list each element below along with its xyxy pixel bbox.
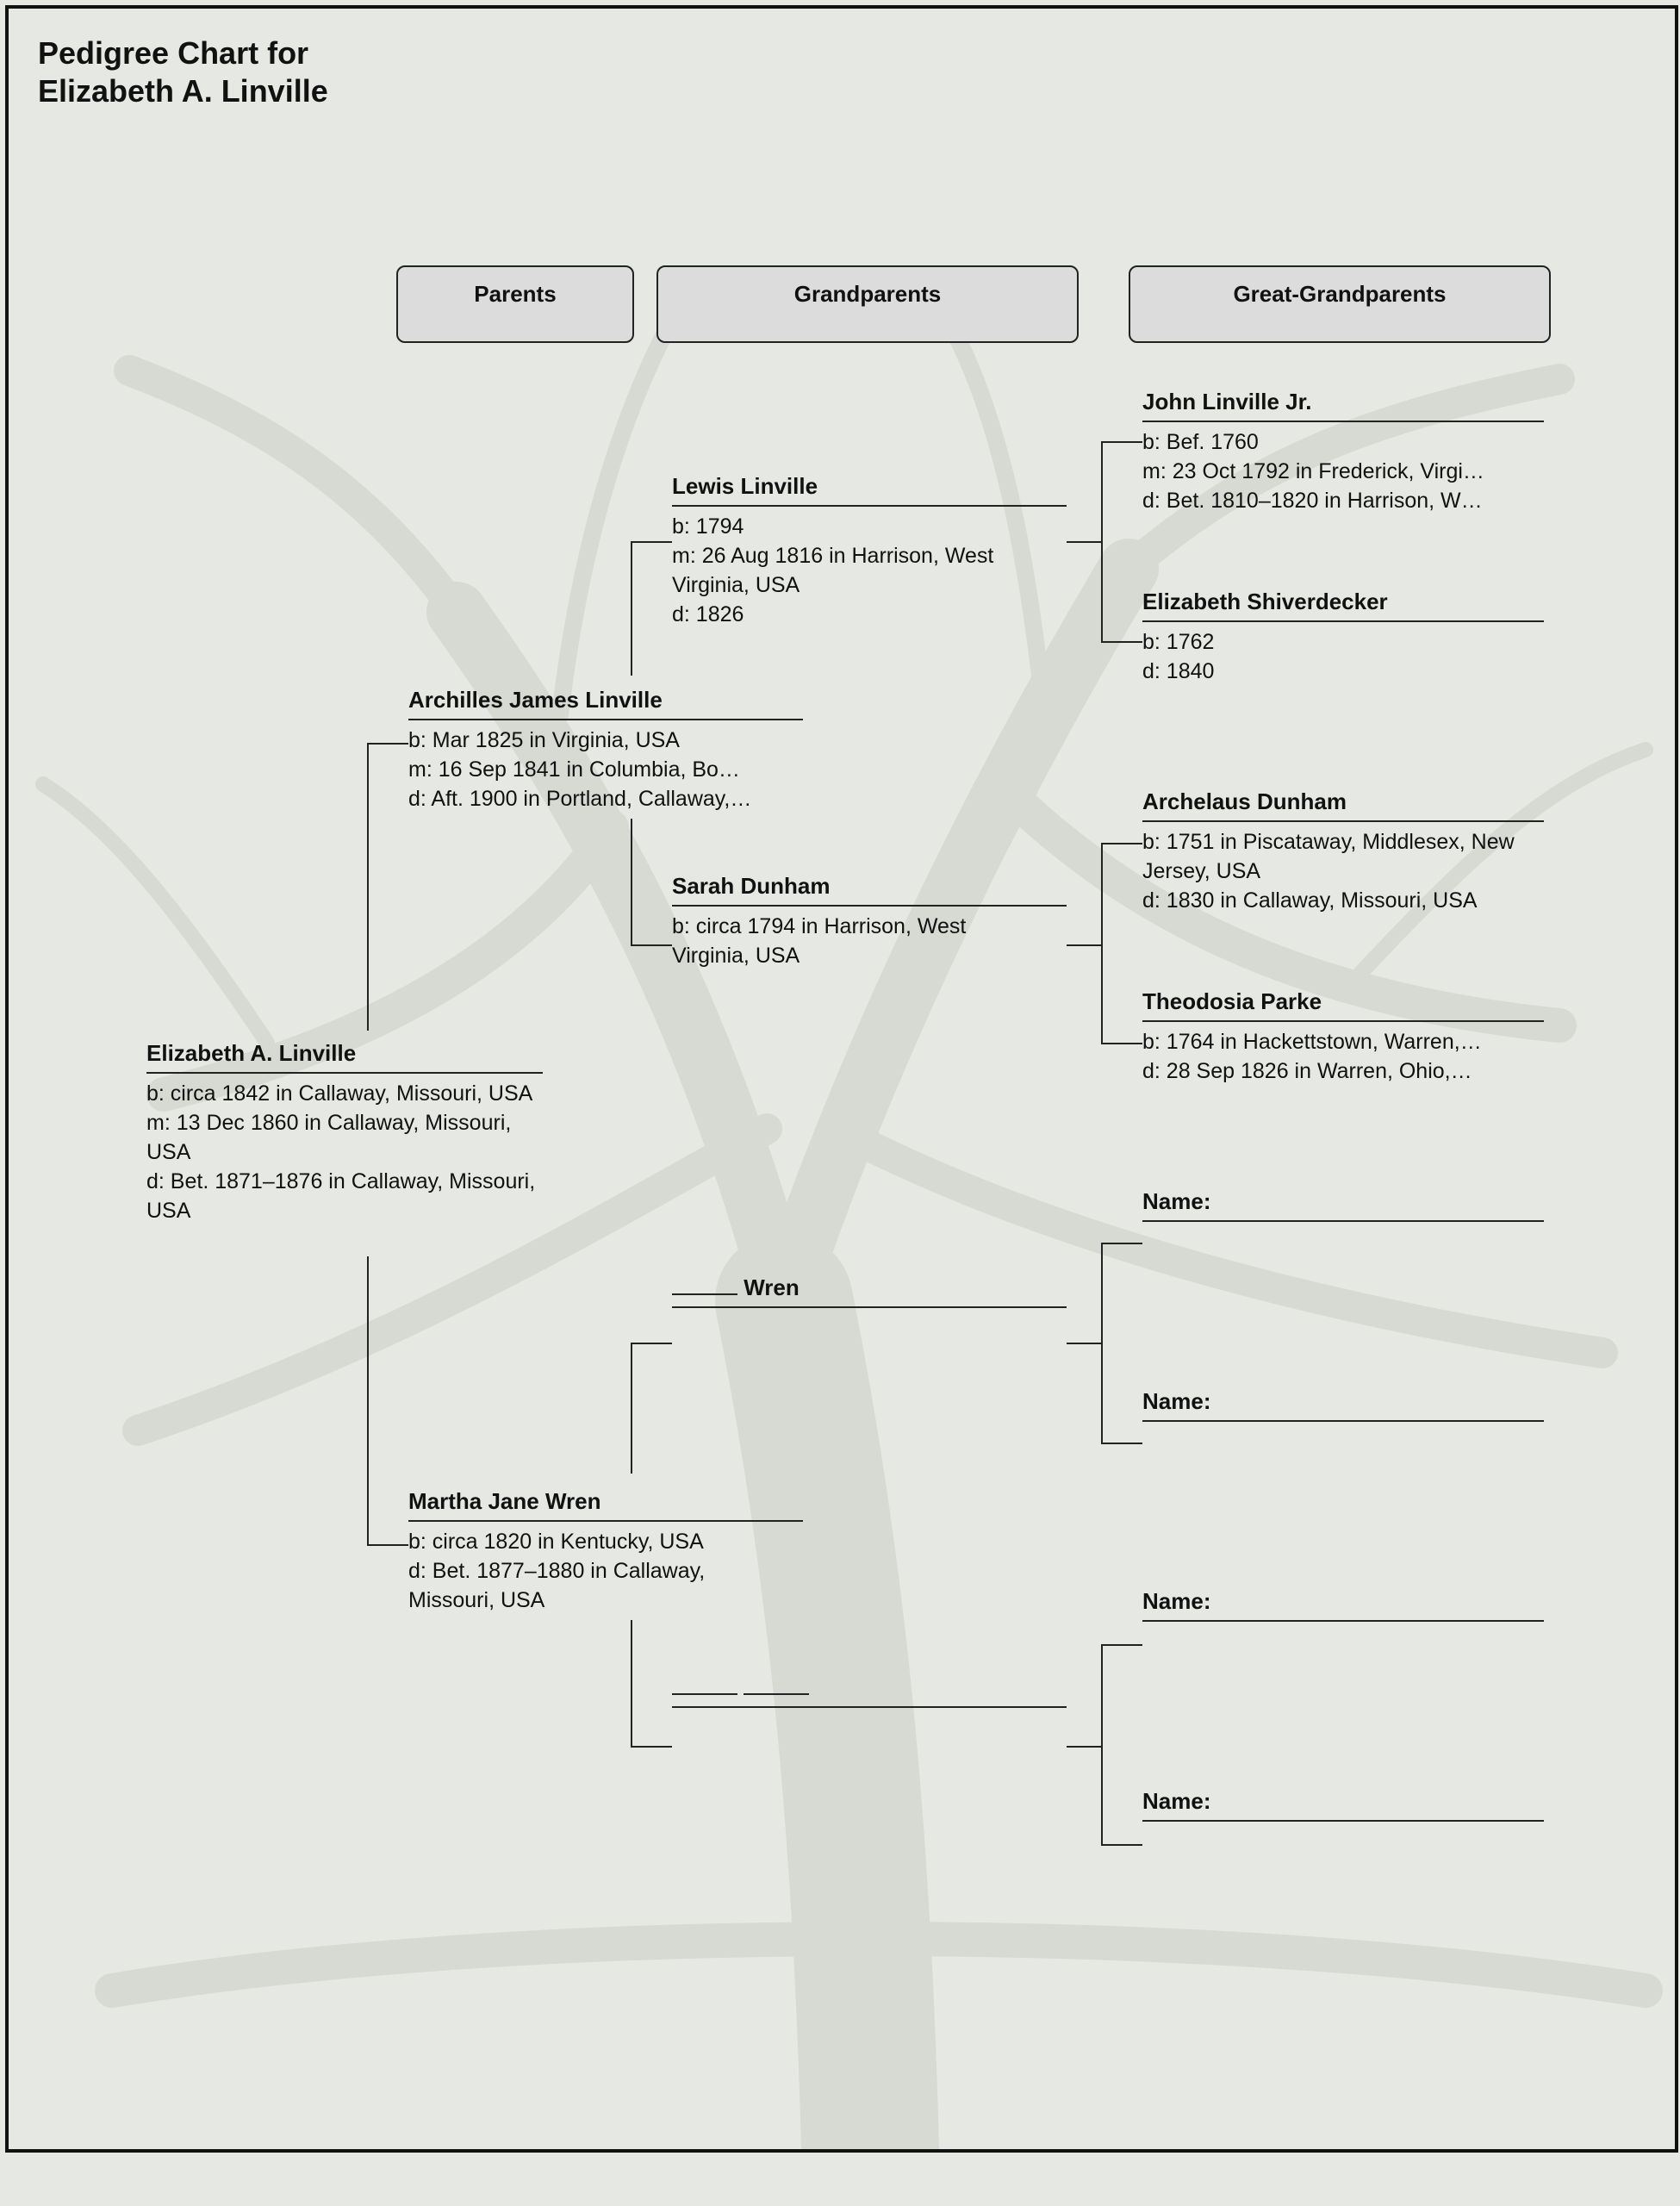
birth-fact: b: 1751 in Piscataway, Middlesex, New Je… [1142,830,1515,883]
person-great-grandfather-2[interactable]: Archelaus Dunham b: 1751 in Piscataway, … [1142,788,1544,915]
surname-blank [672,1292,737,1295]
marriage-fact: m: 13 Dec 1860 in Callaway, Missouri, US… [146,1111,512,1164]
connector-line [1101,1243,1103,1444]
birth-fact: b: Mar 1825 in Virginia, USA [408,728,680,752]
connector-line [367,1544,408,1546]
surname-text: Wren [744,1274,800,1300]
header-great-grandparents-label: Great-Grandparents [1233,281,1447,307]
marriage-fact: m: 23 Oct 1792 in Frederick, Virgi… [1142,459,1484,483]
connector-line [1067,541,1101,543]
birth-fact: b: circa 1820 in Kentucky, USA [408,1530,704,1554]
person-father[interactable]: Archilles James Linville b: Mar 1825 in … [408,686,803,813]
tree-background-icon [35,327,1663,2149]
connector-line [1101,1443,1142,1444]
connector-line [1101,1644,1103,1846]
page-title: Pedigree Chart for Elizabeth A. Linville [38,34,328,110]
connector-line [1101,1043,1142,1044]
name-label: Name: [1142,1387,1544,1422]
connector-line [631,944,672,946]
connector-line [1101,641,1142,643]
given-name-blank [672,1692,737,1695]
connector-line [631,541,672,543]
death-fact: d: Bet. 1877–1880 in Callaway, Missouri,… [408,1559,706,1612]
connector-line [1101,441,1142,443]
connector-line [1101,843,1103,1044]
person-paternal-grandfather[interactable]: Lewis Linville b: 1794 m: 26 Aug 1816 in… [672,472,1067,629]
header-parents: Parents [396,265,634,343]
birth-fact: b: circa 1842 in Callaway, Missouri, USA [146,1081,533,1106]
connector-line [1067,1746,1101,1748]
person-name: Sarah Dunham [672,872,1067,907]
person-great-grandmother-4[interactable]: Name: [1142,1787,1544,1822]
person-name: Theodosia Parke [1142,988,1544,1022]
death-fact: d: Aft. 1900 in Portland, Callaway,… [408,787,752,811]
person-great-grandmother-2[interactable]: Theodosia Parke b: 1764 in Hackettstown,… [1142,988,1544,1086]
person-name [672,1673,1067,1708]
person-maternal-grandfather[interactable]: Wren [672,1274,1067,1308]
birth-fact: b: Bef. 1760 [1142,430,1259,454]
birth-fact: b: 1762 [1142,630,1215,654]
connector-line [1101,441,1103,643]
death-fact: d: Bet. 1871–1876 in Callaway, Missouri,… [146,1169,536,1223]
person-name: Archelaus Dunham [1142,788,1544,822]
connector-line [631,1620,632,1748]
connector-line [1067,944,1101,946]
connector-line [1101,1844,1142,1846]
header-grandparents: Grandparents [656,265,1079,343]
marriage-fact: m: 26 Aug 1816 in Harrison, West Virgini… [672,544,994,597]
person-name: Martha Jane Wren [408,1487,803,1522]
person-great-grandmother-1[interactable]: Elizabeth Shiverdecker b: 1762 d: 1840 [1142,588,1544,686]
person-name: John Linville Jr. [1142,388,1544,422]
header-grandparents-label: Grandparents [793,281,942,307]
connector-line [1067,1343,1101,1344]
person-paternal-grandmother[interactable]: Sarah Dunham b: circa 1794 in Harrison, … [672,872,1067,970]
header-great-grandparents: Great-Grandparents [1129,265,1551,343]
connector-line [631,1343,672,1344]
birth-fact: b: circa 1794 in Harrison, West Virginia… [672,914,967,968]
person-great-grandfather-3[interactable]: Name: [1142,1187,1544,1222]
marriage-fact: m: 16 Sep 1841 in Columbia, Bo… [408,757,740,782]
person-name: Elizabeth A. Linville [146,1039,543,1074]
name-label: Name: [1142,1587,1544,1622]
connector-line [367,743,408,745]
connector-line [367,743,369,1031]
connector-line [1101,1644,1142,1646]
connector-line [631,541,632,676]
death-fact: d: 1830 in Callaway, Missouri, USA [1142,888,1478,913]
name-label: Name: [1142,1187,1544,1222]
connector-line [631,819,632,946]
birth-fact: b: 1764 in Hackettstown, Warren,… [1142,1030,1482,1054]
chart-frame: Pedigree Chart for Elizabeth A. Linville… [5,5,1678,2153]
death-fact: d: Bet. 1810–1820 in Harrison, W… [1142,489,1483,513]
person-name: Lewis Linville [672,472,1067,507]
death-fact: d: 28 Sep 1826 in Warren, Ohio,… [1142,1059,1472,1083]
person-name: Wren [672,1274,1067,1308]
connector-line [631,1746,672,1748]
death-fact: d: 1826 [672,602,744,626]
header-parents-label: Parents [474,281,557,307]
person-great-grandfather-4[interactable]: Name: [1142,1587,1544,1622]
name-label: Name: [1142,1787,1544,1822]
person-name: Archilles James Linville [408,686,803,720]
person-name: Elizabeth Shiverdecker [1142,588,1544,622]
connector-line [367,1256,369,1546]
connector-line [631,1343,632,1474]
page-title-line2: Elizabeth A. Linville [38,73,328,109]
death-fact: d: 1840 [1142,659,1215,683]
connector-line [1101,843,1142,844]
person-great-grandmother-3[interactable]: Name: [1142,1387,1544,1422]
birth-fact: b: 1794 [672,514,744,539]
person-subject[interactable]: Elizabeth A. Linville b: circa 1842 in C… [146,1039,543,1225]
connector-line [1101,1243,1142,1244]
person-mother[interactable]: Martha Jane Wren b: circa 1820 in Kentuc… [408,1487,803,1615]
person-great-grandfather-1[interactable]: John Linville Jr. b: Bef. 1760 m: 23 Oct… [1142,388,1544,515]
surname-blank [744,1692,810,1695]
page-title-line1: Pedigree Chart for [38,35,309,71]
person-maternal-grandmother[interactable] [672,1673,1067,1708]
